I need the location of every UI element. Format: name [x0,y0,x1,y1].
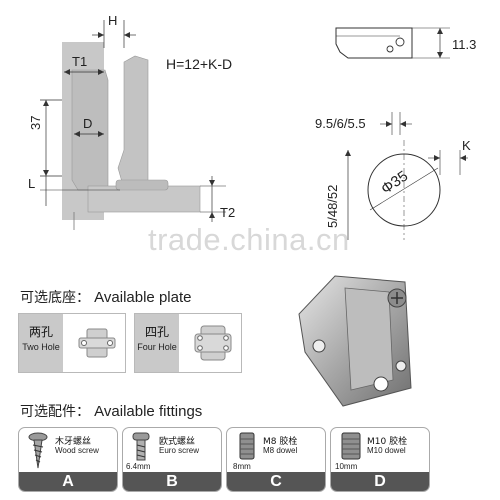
plate-heading-zh: 可选底座： [20,290,90,306]
fitting-d-letter: D [331,472,429,491]
fitting-b-size: 6.4mm [126,462,151,471]
fittings-heading: 可选配件： Available fittings [20,401,202,421]
fittings-heading-en: Available fittings [94,403,203,420]
watermark-text: trade.china.cn [148,222,350,257]
euro-screw-icon [132,432,150,461]
hinge-arm [117,55,149,183]
plate-four-hole-label: 四孔 Four Hole [135,314,179,372]
fitting-a-letter: A [19,472,117,491]
plate-heading-en: Available plate [94,289,192,306]
plate-two-hole-en: Two Hole [22,342,60,352]
dim-k-label: K [462,138,471,153]
plate-four-hole-card: 四孔 Four Hole [134,313,242,373]
fitting-d-zh: M10 胶栓 [367,437,408,447]
cup-drilling-drawing [335,27,468,240]
plate-boss [115,179,169,191]
dim-d-label: D [83,116,93,131]
fitting-a-en: Wood screw [55,446,99,455]
fitting-b-letter: B [123,472,221,491]
fitting-c-zh: M8 胶栓 [263,437,298,447]
fitting-card-d: M10 胶栓 M10 dowel 10mm D [330,427,430,492]
fitting-d-size: 10mm [335,462,358,471]
fitting-card-c: M8 胶栓 M8 dowel 8mm C [226,427,326,492]
mounting-plate [87,185,201,213]
fitting-d-en: M10 dowel [367,446,406,455]
dim-t2-label: T2 [220,205,236,220]
m8-dowel-icon [239,432,255,460]
dim-113-label: 11.3 [452,37,477,52]
formula-text: H=12+K-D [166,56,233,72]
fittings-heading-zh: 可选配件： [20,404,90,420]
fitting-c-size: 8mm [233,462,251,471]
plate-four-hole-en: Four Hole [137,342,177,352]
fitting-card-b: 欧式螺丝 Euro screw 6.4mm B [122,427,222,492]
hinge-section-drawing [40,20,226,230]
mounting-plate-photo [298,275,412,407]
fitting-card-a: 木牙螺丝 Wood screw A [18,427,118,492]
two-hole-plate-icon [78,328,116,358]
plate-heading: 可选底座： Available plate [20,287,191,307]
fitting-b-zh: 欧式螺丝 [159,437,196,447]
plate-four-hole-zh: 四孔 [144,325,169,339]
fitting-c-en: M8 dowel [263,446,298,455]
plate-two-hole-label: 两孔 Two Hole [19,314,63,372]
fitting-b-en: Euro screw [159,446,200,455]
dim-t1-label: T1 [72,54,88,69]
dim-l-label: L [28,176,36,191]
fitting-c-letter: C [227,472,325,491]
m10-dowel-icon [341,432,361,460]
plate-two-hole-zh: 两孔 [28,325,53,339]
dim-h-label: H [108,13,118,28]
dim-37-label: 37 [28,115,43,130]
dim-hole-label: 9.5/6/5.5 [315,116,366,131]
wood-screw-icon [28,432,48,469]
four-hole-plate-icon [194,325,232,361]
plate-two-hole-card: 两孔 Two Hole [18,313,126,373]
fitting-a-zh: 木牙螺丝 [55,437,92,447]
